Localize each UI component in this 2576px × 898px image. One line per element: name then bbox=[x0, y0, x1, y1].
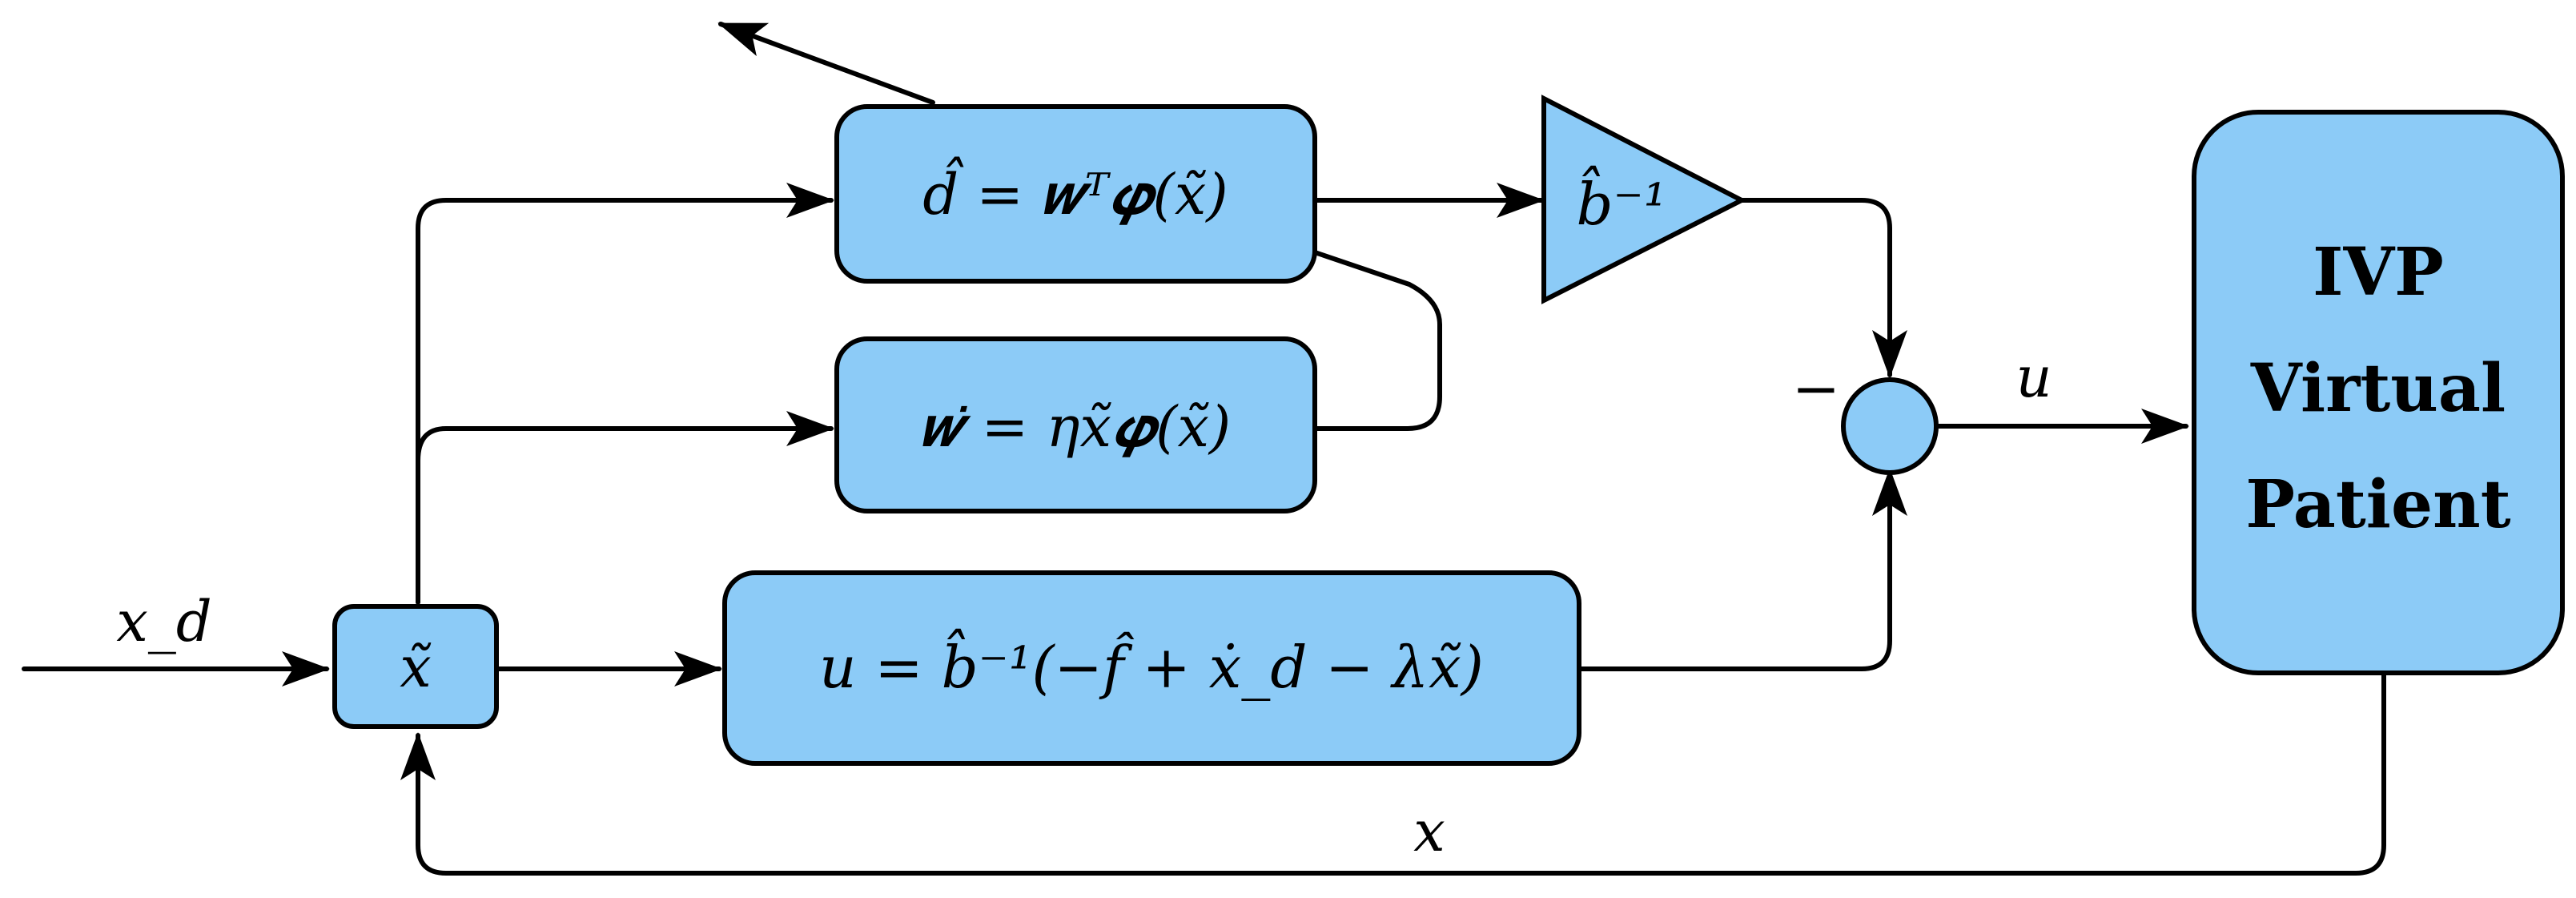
gain-block: b̂⁻¹ bbox=[1541, 95, 1747, 304]
plant-label-line-3: Patient bbox=[2245, 466, 2510, 543]
plant-label-line-1: IVP bbox=[2313, 234, 2444, 311]
signal-wires bbox=[22, 22, 2386, 876]
feedback-label: x bbox=[1413, 799, 1445, 864]
feedback-wire bbox=[400, 670, 2386, 876]
dhat-block: d̂ = 𝒘ᵀ𝝋(x̃) bbox=[834, 104, 1317, 284]
control-signal-label: u bbox=[2015, 344, 2052, 410]
wdot-label: 𝒘̇ = ηx̃𝝋(x̃) bbox=[920, 394, 1232, 460]
error-to-wdot-wire bbox=[416, 411, 834, 463]
input-label: x_d bbox=[116, 589, 211, 654]
error-to-dhat-wire bbox=[416, 183, 834, 605]
plant-label-line-2: Virtual bbox=[2250, 350, 2506, 427]
dhat-label: d̂ = 𝒘ᵀ𝝋(x̃) bbox=[922, 157, 1228, 228]
summing-junction bbox=[1841, 377, 1939, 475]
gain-label: b̂⁻¹ bbox=[1577, 164, 1667, 238]
minus-sign: − bbox=[1792, 355, 1840, 422]
wdot-to-dhat-wire bbox=[1312, 250, 1442, 431]
wdot-block: 𝒘̇ = ηx̃𝝋(x̃) bbox=[834, 336, 1317, 513]
plant-block: IVP Virtual Patient bbox=[2192, 110, 2565, 675]
dhat-output-arrow bbox=[717, 22, 935, 105]
controller-block: u = b̂⁻¹(−f̂ + ẋ_d − λx̃) bbox=[722, 570, 1581, 766]
controller-to-sum-wire bbox=[1577, 468, 1907, 671]
error-label: x̃ bbox=[400, 634, 431, 700]
binv-to-sum-wire bbox=[1739, 198, 1907, 378]
error-block: x̃ bbox=[332, 604, 499, 729]
controller-label: u = b̂⁻¹(−f̂ + ẋ_d − λx̃) bbox=[819, 627, 1484, 701]
